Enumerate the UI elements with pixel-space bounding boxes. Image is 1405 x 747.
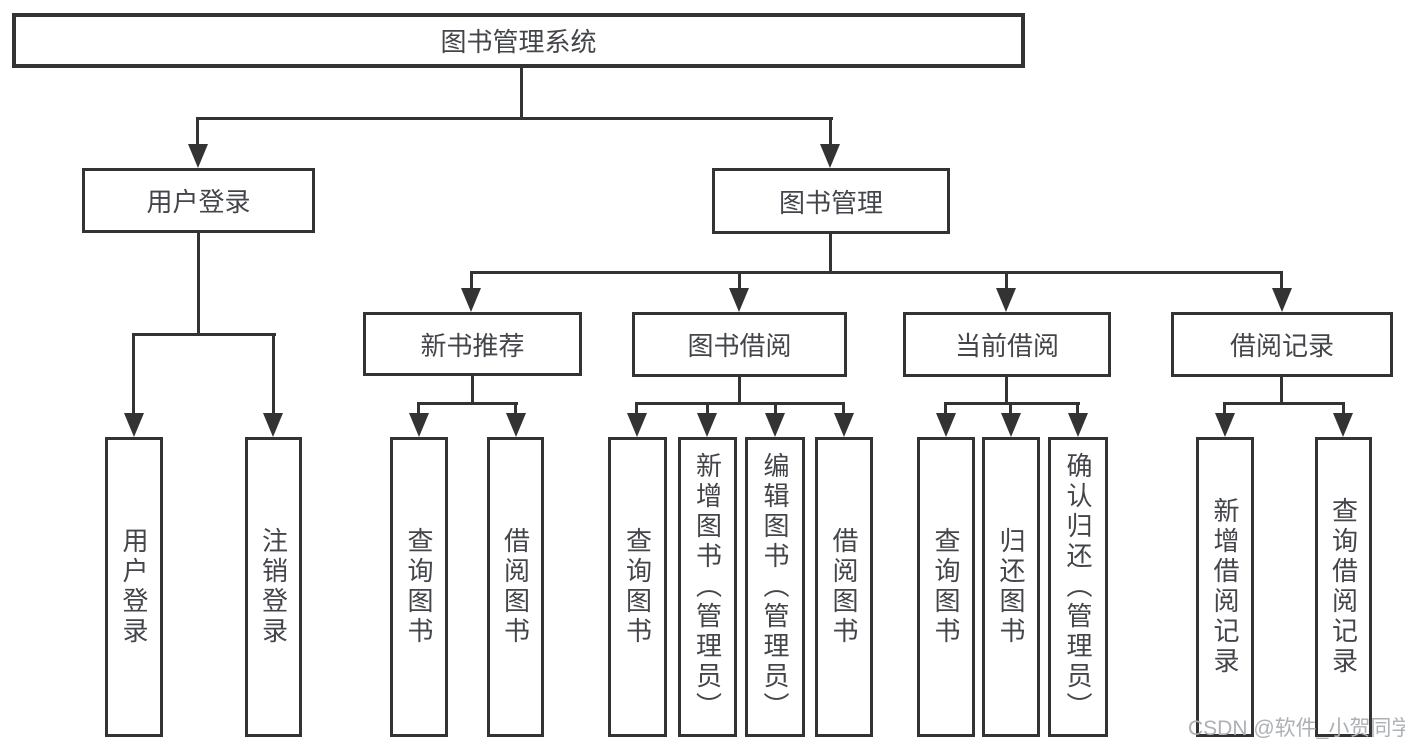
node-current-borrowing: 当前借阅 <box>903 312 1111 377</box>
connector-stem <box>1342 402 1345 415</box>
node-label: 当前借阅 <box>954 331 1059 361</box>
node-label: 新增图书（管理员） <box>692 452 723 722</box>
connector-level2-branch <box>470 271 1283 274</box>
connector-recommend-branch <box>417 402 518 405</box>
connector-user-login-trunk <box>197 232 200 336</box>
connector-stem <box>635 402 638 415</box>
connector-stem <box>706 402 709 415</box>
leaf-confirm-return-admin: 确认归还（管理员） <box>1048 437 1108 737</box>
node-label: 编辑图书（管理员） <box>760 452 790 722</box>
leaf-return-books: 归还图书 <box>982 437 1040 737</box>
connector-borrowing-branch <box>635 402 845 405</box>
connector-arrowhead <box>1333 413 1353 437</box>
connector-borrowing-trunk <box>738 374 741 405</box>
leaf-borrow-books: 借阅图书 <box>815 437 873 737</box>
node-label: 用户登录 <box>146 187 251 217</box>
leaf-query-borrow-record: 查询借阅记录 <box>1315 437 1372 737</box>
leaf-add-books-admin: 新增图书（管理员） <box>678 437 737 737</box>
node-label: 图书管理系统 <box>440 27 597 57</box>
connector-records-trunk <box>1280 374 1283 405</box>
node-label: 确认归还（管理员） <box>1063 452 1093 722</box>
leaf-user-login: 用户登录 <box>105 437 163 737</box>
connector-arrowhead <box>765 413 785 437</box>
leaf-query-books-recommend: 查询图书 <box>390 437 448 737</box>
connector-records-branch <box>1223 402 1345 405</box>
node-book-borrowing: 图书借阅 <box>632 312 847 377</box>
node-label: 借阅记录 <box>1229 331 1334 361</box>
connector-stem <box>132 333 135 415</box>
connector-stem <box>1223 402 1226 415</box>
connector-stem <box>196 117 199 147</box>
leaf-logout: 注销登录 <box>245 437 302 737</box>
node-label: 查询图书 <box>404 527 434 647</box>
node-label: 新增借阅记录 <box>1210 497 1240 677</box>
node-label: 查询图书 <box>622 527 653 647</box>
connector-root-trunk <box>520 67 523 119</box>
connector-book-management-trunk <box>829 232 832 274</box>
leaf-query-books-current: 查询图书 <box>917 437 975 737</box>
node-label: 图书管理 <box>778 187 883 218</box>
connector-arrowhead <box>1272 288 1292 312</box>
node-new-book-recommendation: 新书推荐 <box>363 312 582 376</box>
connector-arrowhead <box>697 413 717 437</box>
connector-arrowhead <box>936 413 956 437</box>
connector-current-trunk <box>1005 374 1008 405</box>
connector-stem <box>272 333 275 415</box>
connector-stem <box>514 402 517 415</box>
leaf-add-borrow-record: 新增借阅记录 <box>1196 437 1254 737</box>
node-label: 归还图书 <box>996 527 1026 647</box>
connector-arrowhead <box>506 413 526 437</box>
connector-arrowhead <box>461 288 481 312</box>
connector-user-login-branch <box>132 333 276 336</box>
connector-stem <box>944 402 947 415</box>
connector-stem <box>1076 402 1079 415</box>
connector-stem <box>1009 402 1012 415</box>
connector-arrowhead <box>1001 413 1021 437</box>
node-borrow-records: 借阅记录 <box>1171 312 1393 377</box>
node-user-login: 用户登录 <box>82 168 315 233</box>
connector-stem <box>842 402 845 415</box>
csdn-watermark: CSDN @软件_小贺同学 <box>1188 717 1405 740</box>
node-label: 查询图书 <box>931 527 961 647</box>
leaf-query-books-borrowing: 查询图书 <box>608 437 667 737</box>
connector-stem <box>470 271 473 290</box>
node-label: 新书推荐 <box>420 330 525 361</box>
connector-arrowhead <box>834 413 854 437</box>
connector-stem <box>1280 271 1283 290</box>
connector-arrowhead <box>1215 413 1235 437</box>
connector-arrowhead <box>627 413 647 437</box>
node-book-management: 图书管理 <box>712 168 950 234</box>
connector-arrowhead <box>124 413 144 437</box>
node-library-management-system: 图书管理系统 <box>12 13 1025 68</box>
connector-arrowhead <box>263 413 283 437</box>
connector-level1-branch <box>196 117 833 120</box>
node-label: 用户登录 <box>119 527 149 647</box>
node-label: 查询借阅记录 <box>1328 497 1359 677</box>
leaf-borrow-books-recommend: 借阅图书 <box>487 437 544 737</box>
connector-recommend-trunk <box>471 374 474 405</box>
node-label: 借阅图书 <box>829 527 859 647</box>
node-label: 注销登录 <box>258 527 289 647</box>
connector-arrowhead <box>820 144 840 168</box>
connector-stem <box>774 402 777 415</box>
connector-stem <box>738 271 741 290</box>
connector-stem <box>1005 271 1008 290</box>
connector-current-branch <box>944 402 1080 405</box>
connector-arrowhead <box>1068 413 1088 437</box>
leaf-edit-books-admin: 编辑图书（管理员） <box>745 437 805 737</box>
connector-arrowhead <box>188 144 208 168</box>
connector-arrowhead <box>729 288 749 312</box>
node-label: 借阅图书 <box>500 527 531 647</box>
connector-stem <box>829 117 832 147</box>
node-label: 图书借阅 <box>687 331 792 361</box>
connector-arrowhead <box>996 288 1016 312</box>
connector-stem <box>417 402 420 415</box>
connector-arrowhead <box>409 413 429 437</box>
